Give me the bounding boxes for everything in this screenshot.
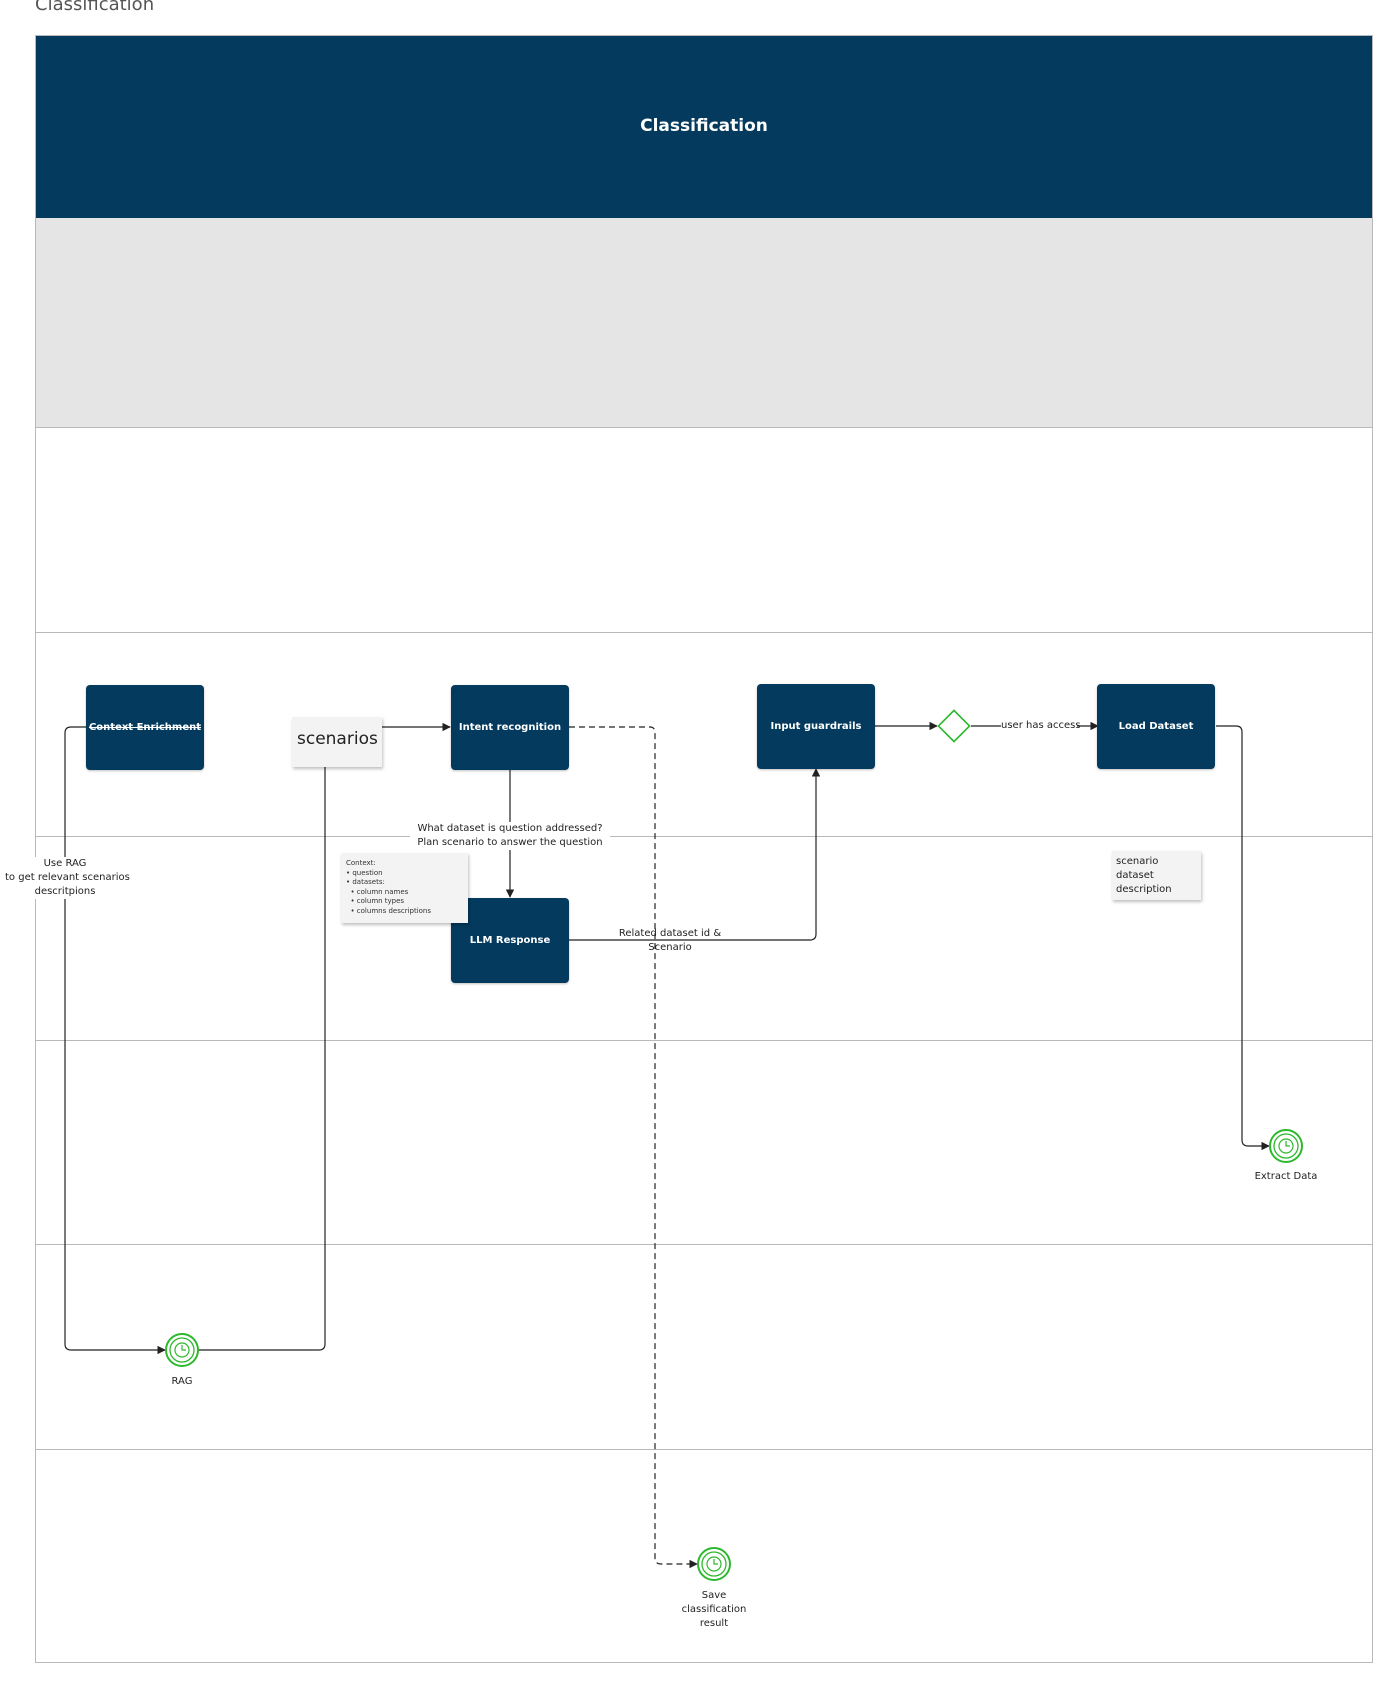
task-context-enrichment[interactable]: Context Enrichment bbox=[86, 685, 204, 770]
lane-divider bbox=[36, 632, 1372, 633]
gray-band bbox=[36, 218, 1372, 428]
lane-divider bbox=[36, 1040, 1372, 1041]
use-rag-label: Use RAG to get relevant scenarios descri… bbox=[5, 857, 130, 899]
task-label: LLM Response bbox=[469, 935, 551, 946]
dataset-info-note[interactable]: scenario dataset description bbox=[1112, 851, 1201, 900]
task-input-guardrails[interactable]: Input guardrails bbox=[757, 684, 875, 769]
task-label: Input guardrails bbox=[770, 721, 862, 732]
page-title: Classification bbox=[35, 0, 155, 15]
question-label: What dataset is question addressed? Plan… bbox=[410, 822, 610, 850]
task-load-dataset[interactable]: Load Dataset bbox=[1097, 684, 1215, 769]
user-access-label: user has access bbox=[1001, 719, 1081, 733]
lane-divider bbox=[36, 1244, 1372, 1245]
rag-event-label: RAG bbox=[171, 1376, 193, 1387]
task-label: Context Enrichment bbox=[88, 722, 202, 733]
lane-divider bbox=[36, 836, 1372, 837]
header-band: Classification bbox=[36, 36, 1372, 218]
save-result-event-label: Save classification result bbox=[681, 1590, 747, 1629]
header-title: Classification bbox=[640, 116, 768, 136]
lane-divider bbox=[36, 1449, 1372, 1450]
extract-data-event-label: Extract Data bbox=[1254, 1171, 1318, 1182]
task-llm-response[interactable]: LLM Response bbox=[451, 898, 569, 983]
context-note[interactable]: Context: • question • datasets: • column… bbox=[341, 853, 468, 923]
swimlane-board: Classification bbox=[35, 35, 1373, 1663]
task-label: Intent recognition bbox=[458, 722, 562, 733]
task-label: Load Dataset bbox=[1118, 721, 1194, 732]
task-intent-recognition[interactable]: Intent recognition bbox=[451, 685, 569, 770]
related-label: Related dataset id & Scenario bbox=[618, 928, 722, 953]
scenarios-note[interactable]: scenarios bbox=[292, 717, 382, 767]
